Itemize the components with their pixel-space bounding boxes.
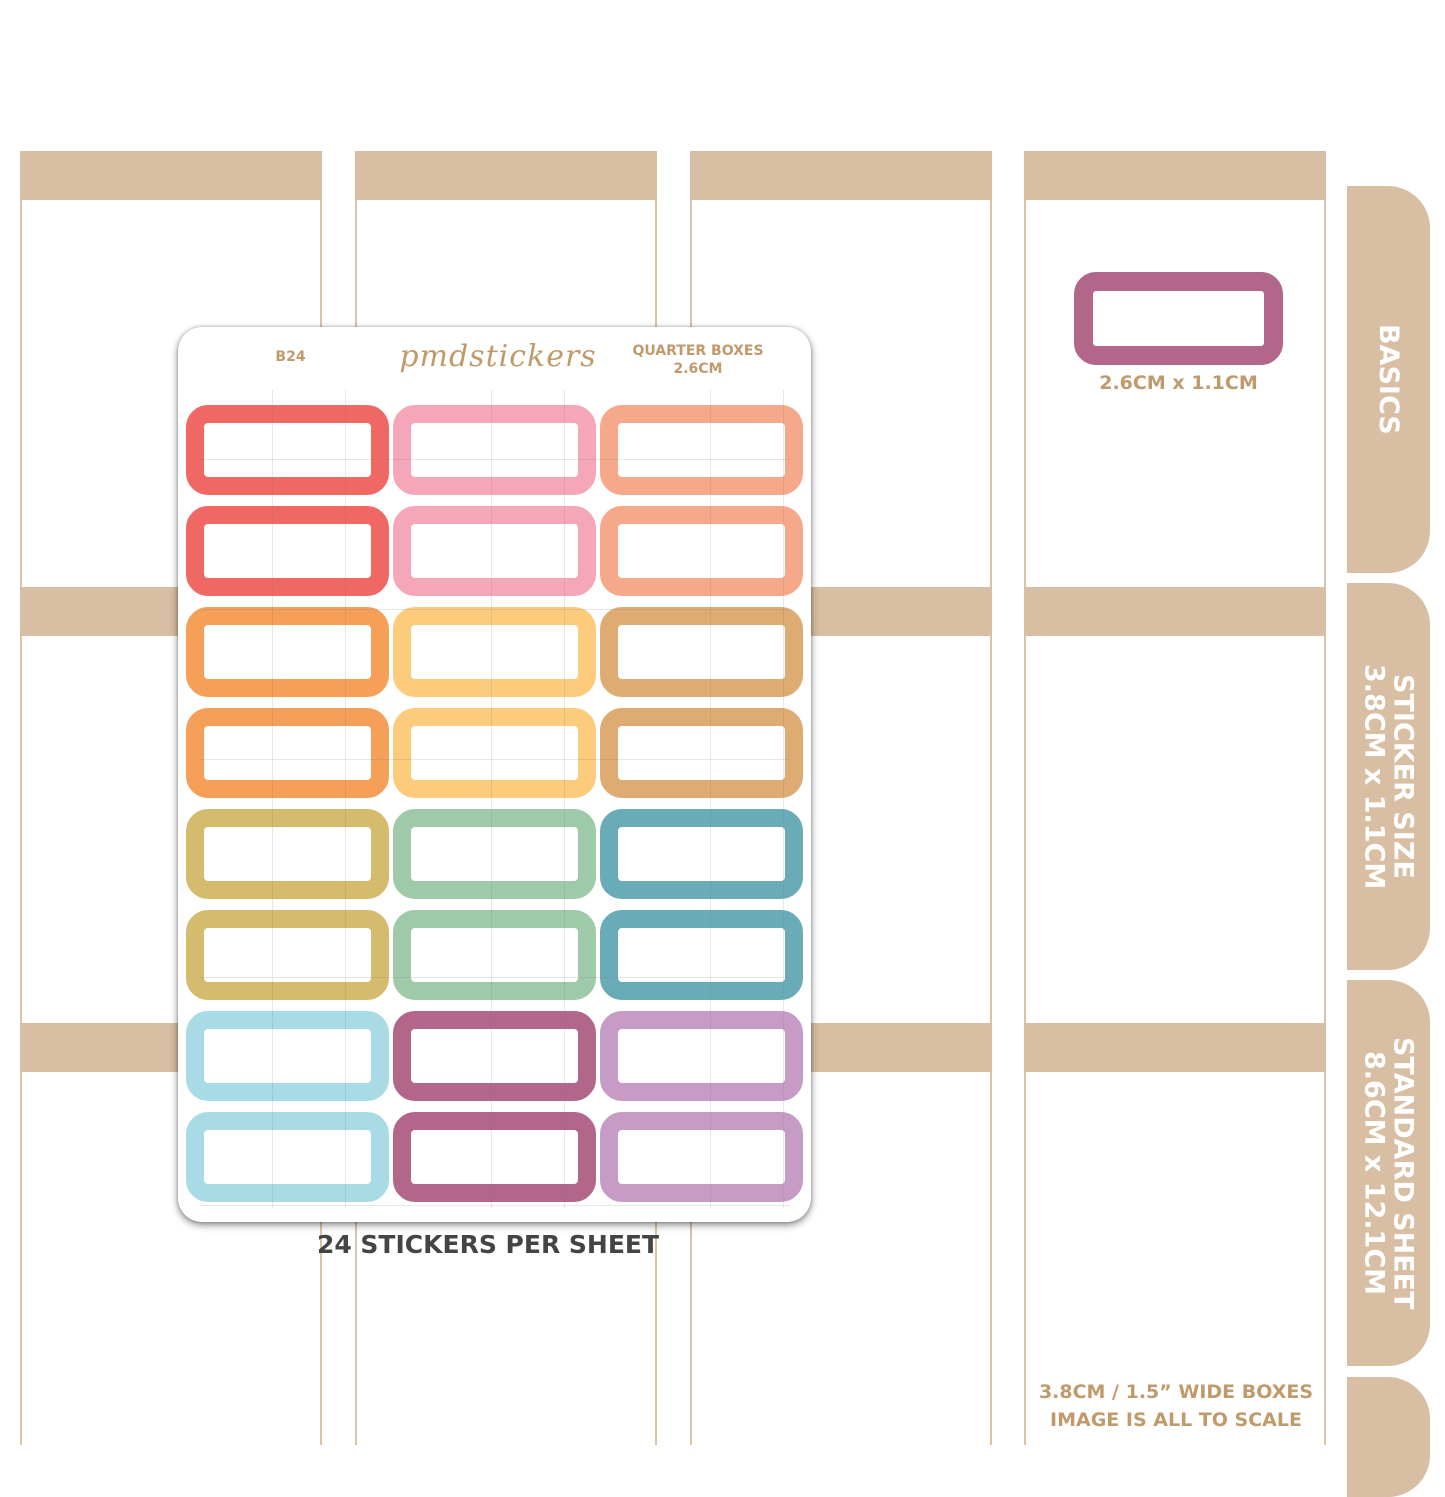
grid-line-horizontal: [200, 459, 790, 460]
planner-header-band: [20, 151, 322, 200]
grid-line-vertical: [345, 390, 346, 1208]
sticker-quarter-box: [393, 1112, 596, 1202]
brand-logo: pmdstickers: [399, 339, 597, 374]
sticker-quarter-box: [600, 809, 803, 899]
sample-quarter-box-sticker: [1074, 272, 1283, 365]
sample-size-label: 2.6CM x 1.1CM: [1099, 372, 1258, 394]
sticker-quarter-box: [393, 809, 596, 899]
tab-basics[interactable]: BASICS: [1347, 186, 1430, 573]
tab-label: BASICS: [1373, 324, 1404, 435]
sticker-quarter-box: [600, 405, 803, 495]
grid-line-vertical: [783, 390, 784, 1208]
stickers-per-sheet-caption: 24 STICKERS PER SHEET: [316, 1230, 660, 1259]
sticker-quarter-box: [186, 405, 389, 495]
grid-line-vertical: [564, 390, 565, 1208]
sticker-quarter-box: [186, 809, 389, 899]
tab-blank[interactable]: [1347, 1377, 1430, 1497]
grid-line-vertical: [710, 390, 711, 1208]
sticker-quarter-box: [186, 1112, 389, 1202]
tab-standard-sheet[interactable]: STANDARD SHEET 8.6CM x 12.1CM: [1347, 980, 1430, 1366]
planner-header-band: [355, 151, 657, 200]
sticker-quarter-box: [186, 506, 389, 596]
scale-note-line-1: 3.8CM / 1.5” WIDE BOXES: [1038, 1381, 1314, 1403]
scale-note-line-2: IMAGE IS ALL TO SCALE: [1050, 1409, 1302, 1431]
sticker-quarter-box: [186, 708, 389, 798]
sticker-quarter-box: [600, 607, 803, 697]
planner-header-band: [1024, 587, 1326, 636]
sticker-quarter-box: [186, 607, 389, 697]
grid-line-vertical: [272, 390, 273, 1208]
sticker-quarter-box: [600, 1112, 803, 1202]
sticker-quarter-box: [600, 910, 803, 1000]
sticker-quarter-box: [186, 910, 389, 1000]
sticker-quarter-box: [600, 506, 803, 596]
sticker-quarter-box: [393, 708, 596, 798]
sticker-quarter-box: [600, 708, 803, 798]
sticker-quarter-box: [393, 910, 596, 1000]
sticker-sheet: B24 pmdstickers QUARTER BOXES 2.6CM: [178, 327, 811, 1222]
grid-line-horizontal: [200, 1205, 790, 1206]
sticker-quarter-box: [393, 506, 596, 596]
grid-line-vertical: [491, 390, 492, 1208]
tab-label: STICKER SIZE 3.8CM x 1.1CM: [1358, 663, 1419, 890]
sticker-quarter-box: [393, 405, 596, 495]
sticker-quarter-box: [186, 1011, 389, 1101]
scale-note: 3.8CM / 1.5” WIDE BOXES IMAGE IS ALL TO …: [1026, 1378, 1326, 1434]
sticker-quarter-box: [393, 1011, 596, 1101]
sheet-code: B24: [275, 349, 306, 365]
sticker-quarter-box: [600, 1011, 803, 1101]
sheet-title: QUARTER BOXES 2.6CM: [632, 343, 764, 377]
planner-header-band: [1024, 1023, 1326, 1072]
grid-line-horizontal: [200, 609, 790, 610]
planner-column-4: [1024, 151, 1326, 1445]
grid-line-horizontal: [200, 759, 790, 760]
sticker-quarter-box: [393, 607, 596, 697]
planner-header-band: [1024, 151, 1326, 200]
tab-sticker-size[interactable]: STICKER SIZE 3.8CM x 1.1CM: [1347, 583, 1430, 970]
tab-label: STANDARD SHEET 8.6CM x 12.1CM: [1358, 1036, 1419, 1310]
grid-line-horizontal: [200, 977, 790, 978]
planner-header-band: [690, 151, 992, 200]
